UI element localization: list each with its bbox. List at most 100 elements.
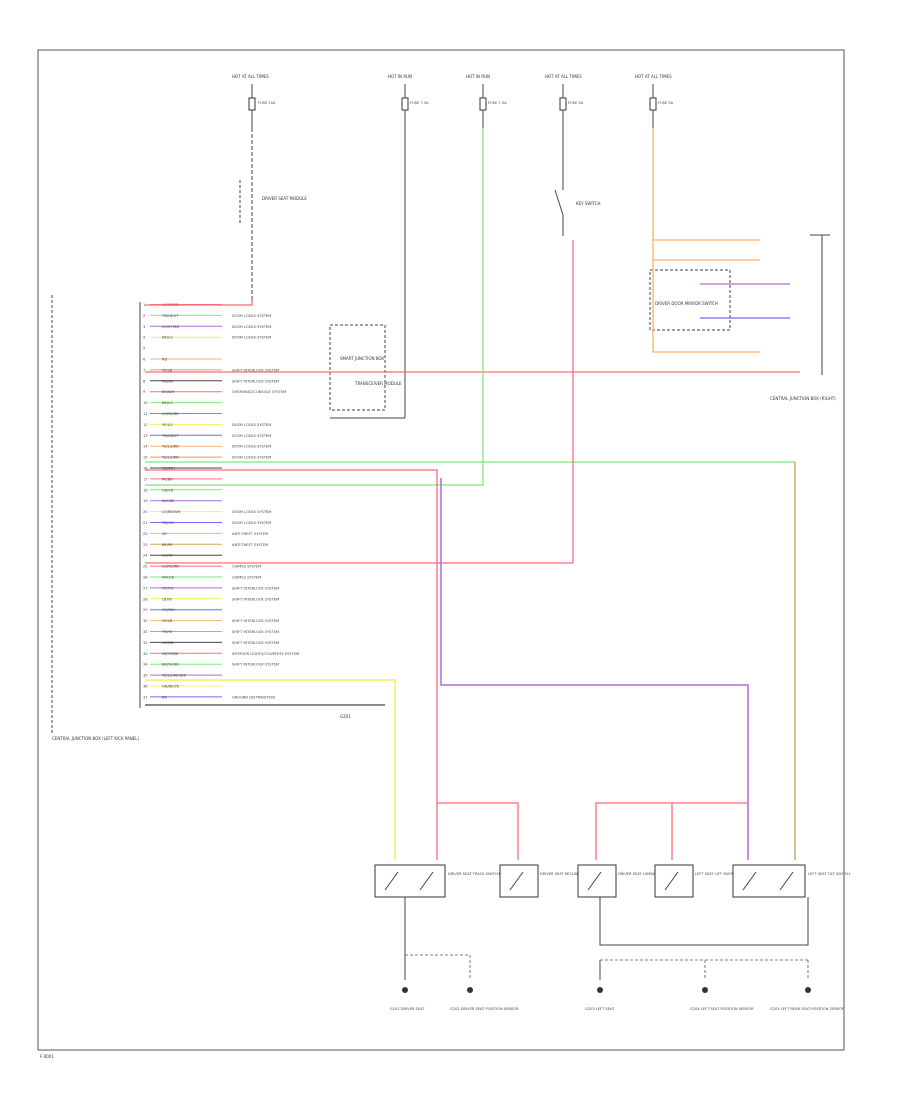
fuse-hot-at-all-times-4: HOT AT ALL TIMES FUSE 5A bbox=[545, 74, 584, 128]
wire-color-label: LG/YE bbox=[162, 554, 173, 558]
switch-5-label: LEFT SEAT TILT SWITCH bbox=[808, 872, 850, 876]
connector-pin: 5 bbox=[143, 347, 145, 351]
fuse-hot-at-all-times-1: HOT AT ALL TIMES FUSE 10A bbox=[232, 74, 276, 300]
connector-pin: 3 bbox=[143, 325, 145, 329]
connector-pin: 27 bbox=[143, 586, 148, 590]
connector-row: 9 BK/WH OVERHEAD/CONSOLE SYSTEM bbox=[143, 390, 286, 394]
wire-color-label: LG/VT/RD bbox=[162, 325, 179, 329]
wire-destination: DOOR LOCKS SYSTEM bbox=[232, 521, 271, 525]
fuse-3-rating: FUSE 7.5A bbox=[488, 101, 507, 105]
driver-seat-module: DRIVER SEAT MODULE bbox=[239, 180, 307, 225]
connector-pin: 13 bbox=[143, 434, 148, 438]
wire-color-label: YE/LG bbox=[162, 423, 173, 427]
wire-destination: DOOR LOCKS SYSTEM bbox=[232, 445, 271, 449]
switch-4-label: LEFT SEAT LIFT SWITCH bbox=[695, 872, 737, 876]
wire-destination: OVERHEAD/CONSOLE SYSTEM bbox=[232, 390, 286, 394]
ground-4: G204 LEFT SEAT POSITION SENSOR bbox=[690, 987, 754, 1011]
wire-color-label: BK/WH bbox=[162, 390, 175, 394]
diagram-frame bbox=[37, 49, 845, 1051]
wire-destination: DOOR LOCKS SYSTEM bbox=[232, 336, 271, 340]
wire-destination: DOOR LOCKS SYSTEM bbox=[232, 314, 271, 318]
connector-pin: 19 bbox=[143, 499, 148, 503]
connector-pin: 21 bbox=[143, 521, 148, 525]
wire-color-label: VT/OG bbox=[162, 586, 174, 590]
ground-3: G203 LEFT SEAT bbox=[585, 987, 615, 1011]
wire-color-label: GY bbox=[162, 532, 168, 536]
left-module-label: CENTRAL JUNCTION BOX (LEFT KICK PANEL) bbox=[52, 736, 140, 741]
switch-5[interactable]: LEFT SEAT TILT SWITCH bbox=[732, 864, 850, 898]
wire-destination: ANTI-THEFT SYSTEM bbox=[232, 543, 268, 547]
wire-red-key bbox=[145, 240, 574, 564]
svg-text:G201 DRIVER SEAT: G201 DRIVER SEAT bbox=[390, 1007, 425, 1011]
fuse-hot-at-all-times-5: HOT AT ALL TIMES FUSE 5A bbox=[635, 74, 674, 128]
switch-2[interactable]: DRIVER SEAT RECLINE SWITCH bbox=[499, 864, 596, 898]
connector-row: 27 VT/OG SHIFT INTERLOCK SYSTEM bbox=[143, 586, 279, 590]
wire-color-label: YE/LG/RD bbox=[162, 445, 179, 449]
right-block-label: CENTRAL JUNCTION BOX (RIGHT) bbox=[770, 396, 836, 401]
wire-destination: DOOR LOCKS SYSTEM bbox=[232, 510, 271, 514]
fuse-3-label: HOT IN RUN bbox=[466, 74, 490, 79]
wire-color-label: YE/LG/RD bbox=[162, 456, 179, 460]
switch-3-label: DRIVER SEAT LUMBAR SWITCH bbox=[618, 872, 673, 876]
right-module: DRIVER DOOR MIRROR SWITCH CENTRAL JUNCTI… bbox=[649, 234, 836, 401]
connector-pin: 7 bbox=[143, 368, 145, 372]
key-switch-label: KEY SWITCH bbox=[576, 201, 601, 206]
footer-code: F-0001 bbox=[40, 1054, 54, 1059]
wire-destination: CHIMES SYSTEM bbox=[232, 576, 261, 580]
connector-pin: 23 bbox=[143, 543, 148, 547]
svg-text:G204 LEFT SEAT POSITION SENSOR: G204 LEFT SEAT POSITION SENSOR bbox=[690, 1007, 754, 1011]
connector-pin: 26 bbox=[143, 576, 148, 580]
switch-2-label: DRIVER SEAT RECLINE SWITCH bbox=[540, 872, 596, 876]
wire-destination: DOOR LOCKS SYSTEM bbox=[232, 325, 271, 329]
wire-color-label: YE/LG/WH/BK bbox=[162, 674, 187, 678]
fuse-2-label: HOT IN RUN bbox=[388, 74, 412, 79]
wire-color-label: BK/PK bbox=[162, 543, 173, 547]
switch-3[interactable]: DRIVER SEAT LUMBAR SWITCH bbox=[577, 864, 673, 898]
connector-pin: 9 bbox=[143, 390, 146, 394]
connector-pin: 18 bbox=[143, 488, 148, 492]
wire-red-sw2 bbox=[437, 802, 519, 860]
connector-pin: 25 bbox=[143, 565, 148, 569]
fuse-2-rating: FUSE 7.5A bbox=[410, 101, 429, 105]
mirror-module-label: DRIVER DOOR MIRROR SWITCH bbox=[655, 301, 718, 306]
fuse-5-rating: FUSE 5A bbox=[658, 101, 674, 105]
svg-text:G205 LEFT REAR SEAT POSITION S: G205 LEFT REAR SEAT POSITION SENSOR bbox=[770, 1007, 845, 1011]
wire-color-label: LG/RD bbox=[162, 641, 173, 645]
switch-1[interactable]: DRIVER SEAT TRACK SWITCH bbox=[374, 864, 500, 898]
wire-color-label: LG/BK/WH bbox=[162, 510, 181, 514]
wire-destination: SHIFT INTERLOCK SYSTEM bbox=[232, 597, 279, 601]
connector-pin: 1 bbox=[143, 303, 145, 307]
wire-destination: CHIMES SYSTEM bbox=[232, 565, 261, 569]
wire-red-pin1 bbox=[145, 300, 253, 306]
switch-4[interactable]: LEFT SEAT LIFT SWITCH bbox=[654, 864, 737, 898]
wire-color-label: TN/YE bbox=[161, 630, 173, 634]
connector-row: 21 TN/OG DOOR LOCKS SYSTEM bbox=[143, 521, 271, 525]
fuse-hot-in-run-2: HOT IN RUN FUSE 7.5A bbox=[388, 74, 429, 128]
wire-color-label: TN/OG bbox=[161, 521, 174, 525]
wire-color-label: TN/LB/VT bbox=[161, 434, 179, 438]
connector-pin: 34 bbox=[143, 663, 148, 667]
connector-pin: 17 bbox=[143, 477, 148, 481]
wire-destination: GROUND DISTRIBUTION bbox=[232, 695, 275, 699]
ground-bus bbox=[404, 897, 809, 980]
wire-destination: SHIFT INTERLOCK SYSTEM bbox=[232, 368, 279, 372]
wire-destination: SHIFT INTERLOCK SYSTEM bbox=[232, 586, 279, 590]
fuse-1-label: HOT AT ALL TIMES bbox=[232, 74, 269, 79]
